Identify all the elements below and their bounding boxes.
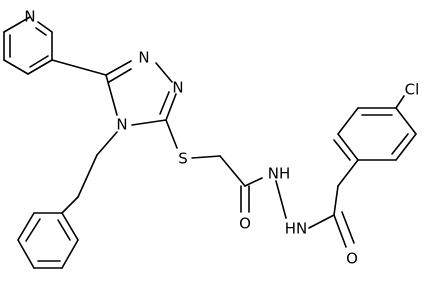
triazole-n4-label: N xyxy=(116,116,127,134)
atom-labels: N N N N S O NH HN O Cl xyxy=(24,8,419,268)
pyridine-nitrogen-label: N xyxy=(24,8,35,26)
amide-oxygen-1-label: O xyxy=(239,215,251,233)
hydrazine-bond xyxy=(275,180,287,219)
amide-carbonyl-2 xyxy=(308,185,355,248)
chloro-label: Cl xyxy=(405,81,420,99)
hydrazide-nh-label: NH xyxy=(268,165,291,183)
chlorophenyl-ring xyxy=(333,95,417,187)
triazole-n1-label: N xyxy=(138,49,149,67)
triazole-ring xyxy=(105,60,177,126)
triazole-n2-label: N xyxy=(172,79,183,97)
sulfur-label: S xyxy=(178,150,188,168)
pyridine-ring xyxy=(3,16,53,75)
phenyl-ring xyxy=(17,196,79,269)
phenethyl-chain xyxy=(77,131,118,198)
pyridyl-triazole-bond xyxy=(51,59,107,76)
hydrazide-hn-label: HN xyxy=(285,220,308,238)
amide-carbonyl-1 xyxy=(240,177,263,213)
thioether-linker xyxy=(165,119,246,187)
amide-oxygen-2-label: O xyxy=(346,250,358,268)
